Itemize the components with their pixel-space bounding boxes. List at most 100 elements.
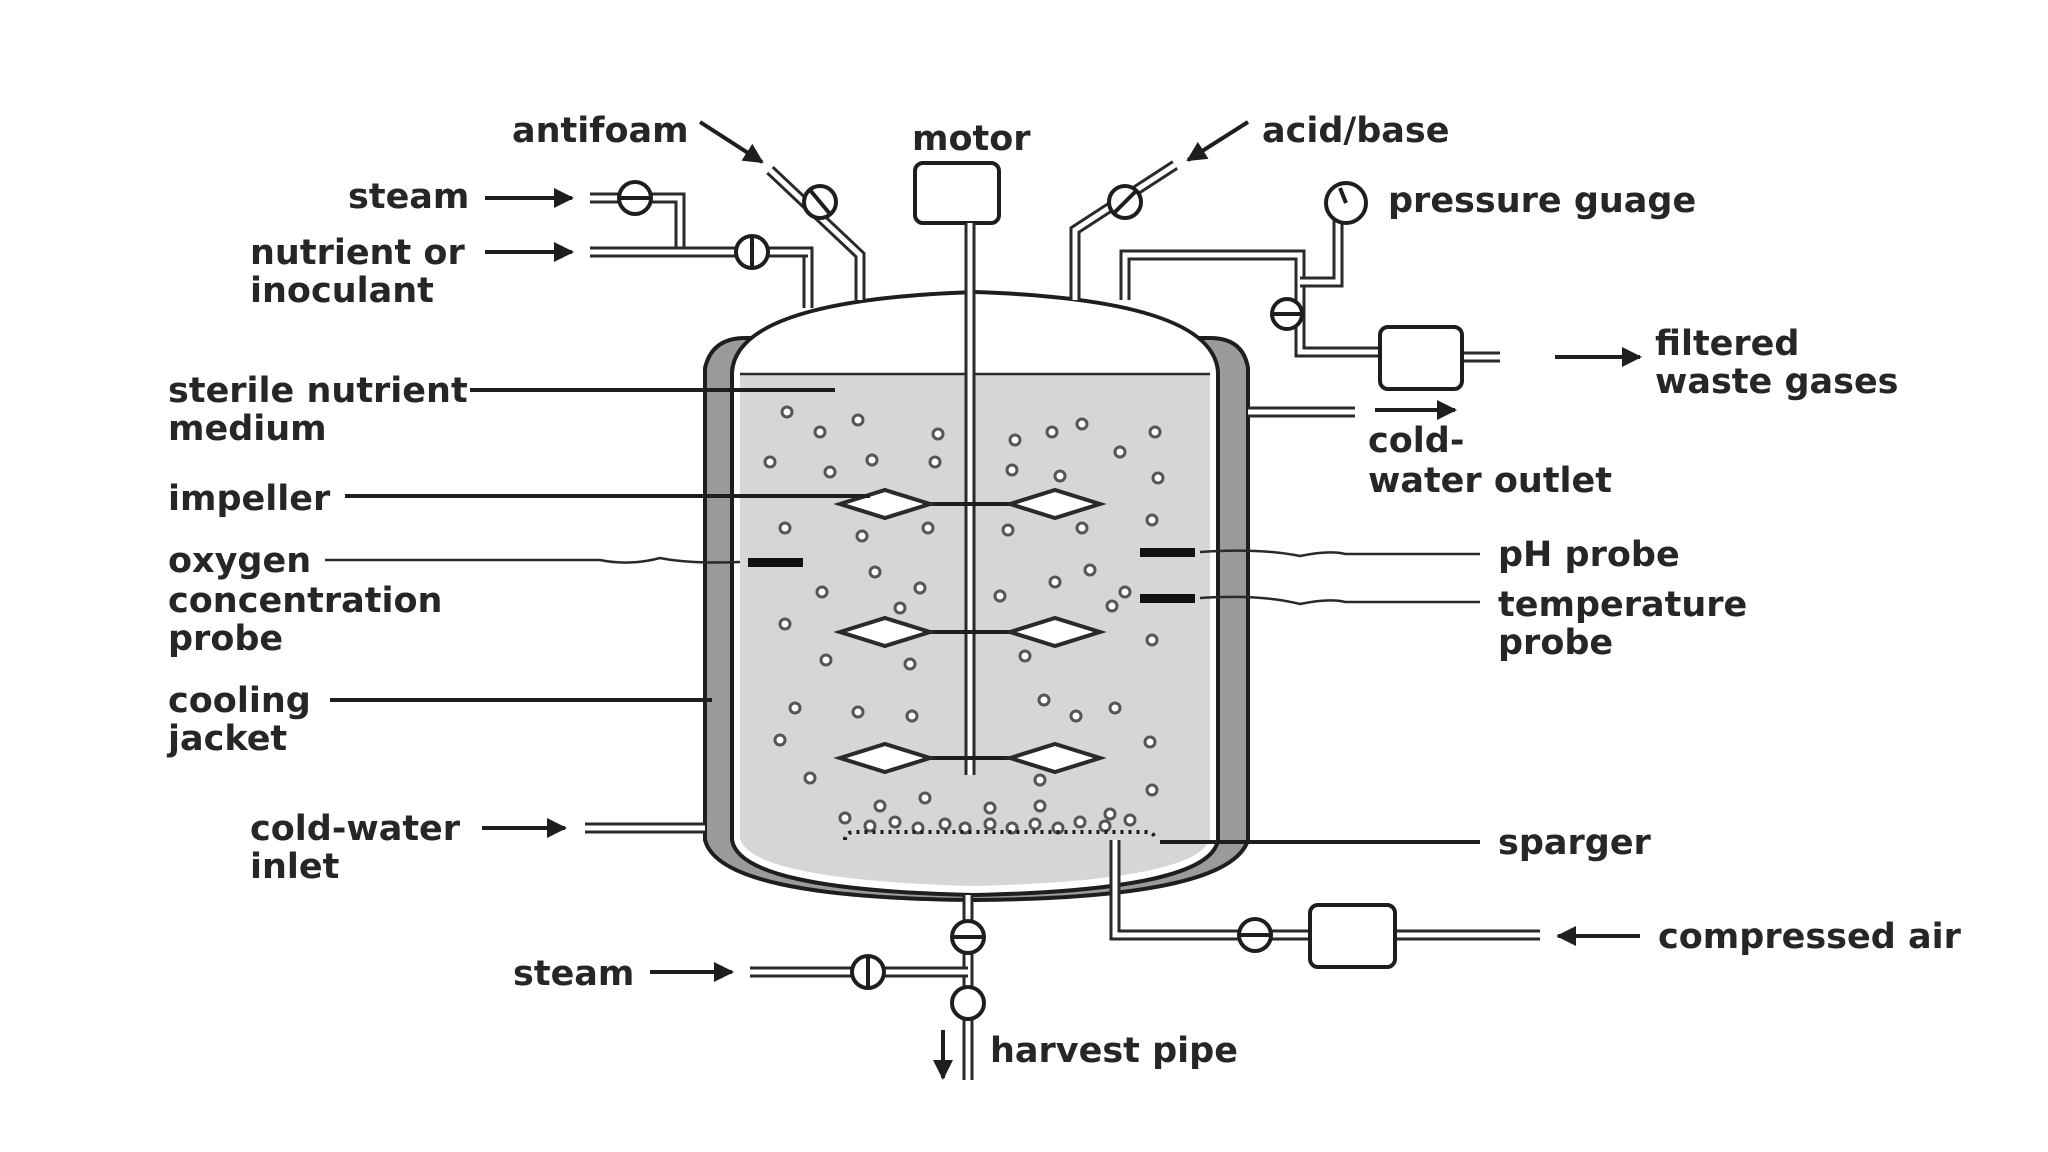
valve-acid-base-icon <box>1107 184 1143 220</box>
bubble <box>1123 813 1137 827</box>
label-temperature-line1: temperature <box>1498 585 1747 625</box>
exhaust-filter-box <box>1378 325 1464 391</box>
bubble <box>763 455 777 469</box>
bubble <box>1151 471 1165 485</box>
bubble <box>838 811 852 825</box>
bubble <box>1118 585 1132 599</box>
pressure-gauge-icon <box>1324 181 1368 225</box>
label-nutrient-line1: nutrient or <box>250 233 465 273</box>
bubble <box>819 653 833 667</box>
air-bubbles <box>763 405 1165 835</box>
bubble <box>803 771 817 785</box>
valve-harvest-top-icon <box>950 919 986 955</box>
label-steam-top: steam <box>348 177 469 217</box>
label-oxygen-line2: concentration <box>168 581 442 621</box>
bubble <box>1073 815 1087 829</box>
bubble <box>1048 575 1062 589</box>
bubble <box>1113 445 1127 459</box>
bubble <box>1143 735 1157 749</box>
bubble <box>868 565 882 579</box>
bubble <box>983 801 997 815</box>
bubble <box>983 817 997 831</box>
bubble <box>1098 819 1112 833</box>
bubble <box>1028 817 1042 831</box>
bubble <box>931 427 945 441</box>
ph-probe-bar <box>1140 548 1195 557</box>
label-sterile-line2: medium <box>168 409 327 449</box>
bubble <box>1005 463 1019 477</box>
bubble <box>918 791 932 805</box>
bottom-pipes <box>750 895 986 1080</box>
label-filtered-line2: waste gases <box>1655 362 1899 402</box>
bubble <box>913 581 927 595</box>
bubble <box>1145 633 1159 647</box>
bubble <box>1148 425 1162 439</box>
bubble <box>1008 433 1022 447</box>
bubble <box>1037 693 1051 707</box>
bubble <box>773 733 787 747</box>
bubble <box>1108 701 1122 715</box>
valve-exhaust-icon <box>1270 297 1304 331</box>
top-pipes <box>590 160 1500 391</box>
impeller-assembly <box>833 161 1107 775</box>
bubble <box>855 529 869 543</box>
bubble <box>928 455 942 469</box>
bubble <box>851 413 865 427</box>
bubble <box>815 585 829 599</box>
bubble <box>851 705 865 719</box>
label-nutrient-line2: inoculant <box>250 271 434 311</box>
label-antifoam: antifoam <box>512 111 689 151</box>
oxygen-probe <box>748 558 803 567</box>
label-oxygen-line1: oxygen <box>168 541 311 581</box>
label-impeller: impeller <box>168 479 331 519</box>
bubble <box>1083 563 1097 577</box>
bubble <box>1045 425 1059 439</box>
bubble <box>905 709 919 723</box>
bubble <box>903 657 917 671</box>
bubble <box>888 815 902 829</box>
motor-box <box>913 161 1001 225</box>
sparger-assembly <box>843 830 1540 969</box>
bubble <box>1018 649 1032 663</box>
label-cooling-line1: cooling <box>168 681 311 721</box>
air-filter-box <box>1308 903 1397 969</box>
label-oxygen-line3: probe <box>168 619 283 659</box>
bubble <box>1033 799 1047 813</box>
bubble <box>788 701 802 715</box>
side-pipes <box>585 406 1355 834</box>
bubble <box>780 405 794 419</box>
bubble <box>865 453 879 467</box>
bubble <box>1145 513 1159 527</box>
bubble <box>813 425 827 439</box>
label-harvest-pipe: harvest pipe <box>990 1031 1238 1071</box>
label-cold-outlet-line1: cold- <box>1368 421 1464 461</box>
label-cold-inlet-line2: inlet <box>250 847 339 887</box>
label-temperature-line2: probe <box>1498 623 1613 663</box>
bubble <box>778 617 792 631</box>
label-motor: motor <box>912 119 1031 159</box>
impeller-blades-bottom <box>833 741 1107 775</box>
bubble <box>938 817 952 831</box>
bubble <box>1105 599 1119 613</box>
label-compressed-air: compressed air <box>1658 917 1962 957</box>
bubble <box>1033 773 1047 787</box>
label-pressure-gauge: pressure guage <box>1388 181 1696 221</box>
valve-antifoam-icon <box>802 184 838 220</box>
label-sterile-line1: sterile nutrient <box>168 371 468 411</box>
bubble <box>1075 521 1089 535</box>
valve-nutrient-icon <box>734 234 770 270</box>
valve-steam-bottom-icon <box>850 954 886 990</box>
bubble <box>1001 523 1015 537</box>
bubble <box>1075 417 1089 431</box>
bubble <box>1145 783 1159 797</box>
bubble <box>1053 469 1067 483</box>
label-sparger: sparger <box>1498 823 1652 863</box>
label-filtered-line1: filtered <box>1655 324 1799 364</box>
valve-steam-top-icon <box>617 180 653 216</box>
bubble <box>1069 709 1083 723</box>
temperature-probe-bar <box>1140 594 1195 603</box>
leader-lines <box>325 120 1642 982</box>
labels: antifoam motor acid/base steam nutrient … <box>166 111 1962 1071</box>
valve-air-icon <box>1237 917 1273 953</box>
